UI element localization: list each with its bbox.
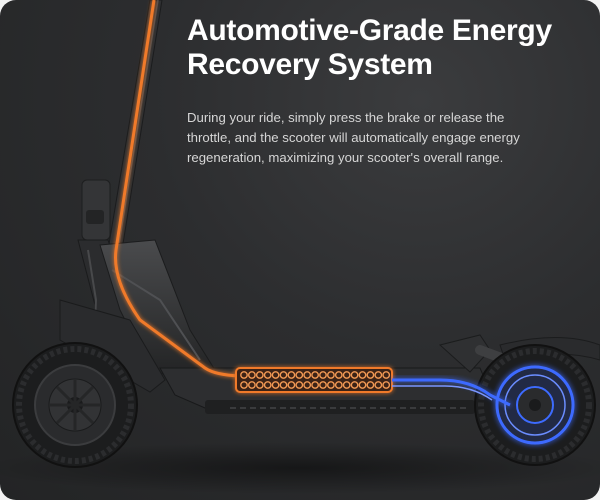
battery-cell <box>247 371 256 379</box>
headline-line-1: Automotive-Grade Energy <box>187 14 552 47</box>
battery-cell <box>287 381 296 389</box>
feature-headline: Automotive-Grade Energy Recovery System <box>187 14 567 82</box>
battery-cell <box>319 371 327 379</box>
battery-pack <box>235 367 393 393</box>
battery-cell <box>342 381 351 389</box>
battery-cell <box>358 381 367 389</box>
battery-cell <box>366 381 375 389</box>
battery-cell <box>263 371 272 379</box>
battery-cell <box>311 371 319 379</box>
feature-description: During your ride, simply press the brake… <box>187 110 520 165</box>
rear-wheel <box>474 344 596 466</box>
battery-cell <box>311 381 319 389</box>
battery-cell <box>342 371 351 379</box>
battery-cell <box>295 371 304 379</box>
battery-cell <box>240 381 248 389</box>
battery-cell <box>374 371 383 379</box>
headline-line-2: Recovery System <box>187 48 433 81</box>
battery-cell <box>271 371 280 379</box>
battery-cell <box>326 381 335 389</box>
battery-cell <box>319 381 327 389</box>
frame <box>59 239 216 393</box>
battery-cell <box>255 371 264 379</box>
battery-cell <box>271 381 280 389</box>
battery-cell <box>326 371 335 379</box>
regen-path <box>392 378 511 407</box>
battery-cell <box>303 381 312 389</box>
battery-cell <box>366 371 375 379</box>
battery-cell <box>358 371 367 379</box>
battery-cell <box>382 371 391 379</box>
battery-cell <box>295 381 304 389</box>
battery-cell <box>240 371 248 379</box>
battery-cell <box>303 371 312 379</box>
battery-cell <box>287 371 296 379</box>
battery-cell <box>374 381 383 389</box>
battery-cell <box>382 381 391 389</box>
power-path <box>114 0 241 378</box>
front-wheel <box>12 342 138 468</box>
battery-cell <box>334 371 343 379</box>
battery-cell <box>247 381 256 389</box>
battery-cell <box>350 381 359 389</box>
battery-cell <box>279 371 288 379</box>
battery-cell <box>334 381 343 389</box>
battery-cell <box>255 381 264 389</box>
battery-cell <box>263 381 272 389</box>
feature-copy: Automotive-Grade Energy Recovery System … <box>187 14 567 168</box>
battery-cell <box>279 381 288 389</box>
battery-cell <box>350 371 359 379</box>
